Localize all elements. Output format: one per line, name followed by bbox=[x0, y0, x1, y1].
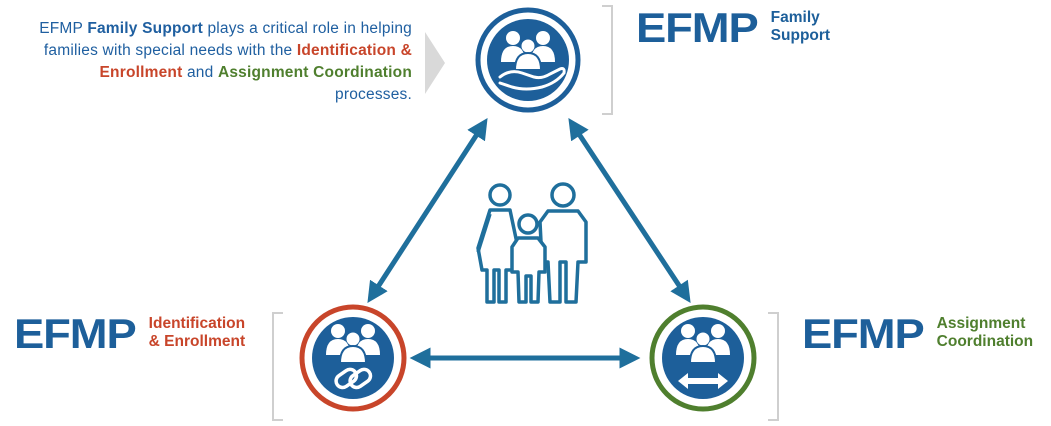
family-double-arrow-icon bbox=[675, 323, 731, 389]
intro-p7: processes. bbox=[335, 86, 412, 103]
arrow-support-identification bbox=[367, 117, 488, 304]
node-assignment-coordination bbox=[649, 304, 757, 412]
bracket-top bbox=[602, 5, 613, 115]
bracket-right bbox=[768, 312, 779, 421]
arrow-support-assignment bbox=[568, 117, 691, 304]
label-identification-enrollment: EFMP Identification & Enrollment bbox=[14, 310, 246, 357]
bracket-left bbox=[272, 312, 283, 421]
intro-assignment: Assignment Coordination bbox=[217, 64, 412, 81]
pointer-arrow-shape bbox=[425, 32, 445, 94]
intro-identification: Identification & Enrollment bbox=[99, 42, 412, 81]
intro-p5: and bbox=[182, 64, 218, 81]
efmp-logo-text: EFMP bbox=[14, 310, 137, 357]
family-figure-icon bbox=[476, 182, 588, 304]
efmp-logo-text: EFMP bbox=[636, 4, 759, 51]
node-identification-enrollment bbox=[299, 304, 407, 412]
family-hand-icon bbox=[498, 30, 566, 91]
label-family-support: EFMP Family Support bbox=[636, 4, 831, 51]
node-family-support bbox=[475, 7, 581, 113]
assignment-sublabel: Assignment Coordination bbox=[936, 315, 1034, 350]
intro-p3: plays a critical role in helping familie… bbox=[43, 20, 412, 59]
family-chain-link-icon bbox=[325, 323, 381, 390]
label-assignment-coordination: EFMP Assignment Coordination bbox=[802, 310, 1034, 357]
intro-text: EFMP Family Support plays a critical rol… bbox=[20, 18, 412, 106]
intro-family-support: Family Support bbox=[87, 20, 203, 37]
family-support-sublabel: Family Support bbox=[770, 9, 831, 44]
identification-sublabel: Identification & Enrollment bbox=[148, 315, 246, 350]
efmp-logo-text: EFMP bbox=[802, 310, 925, 357]
intro-p1: EFMP bbox=[39, 20, 88, 37]
